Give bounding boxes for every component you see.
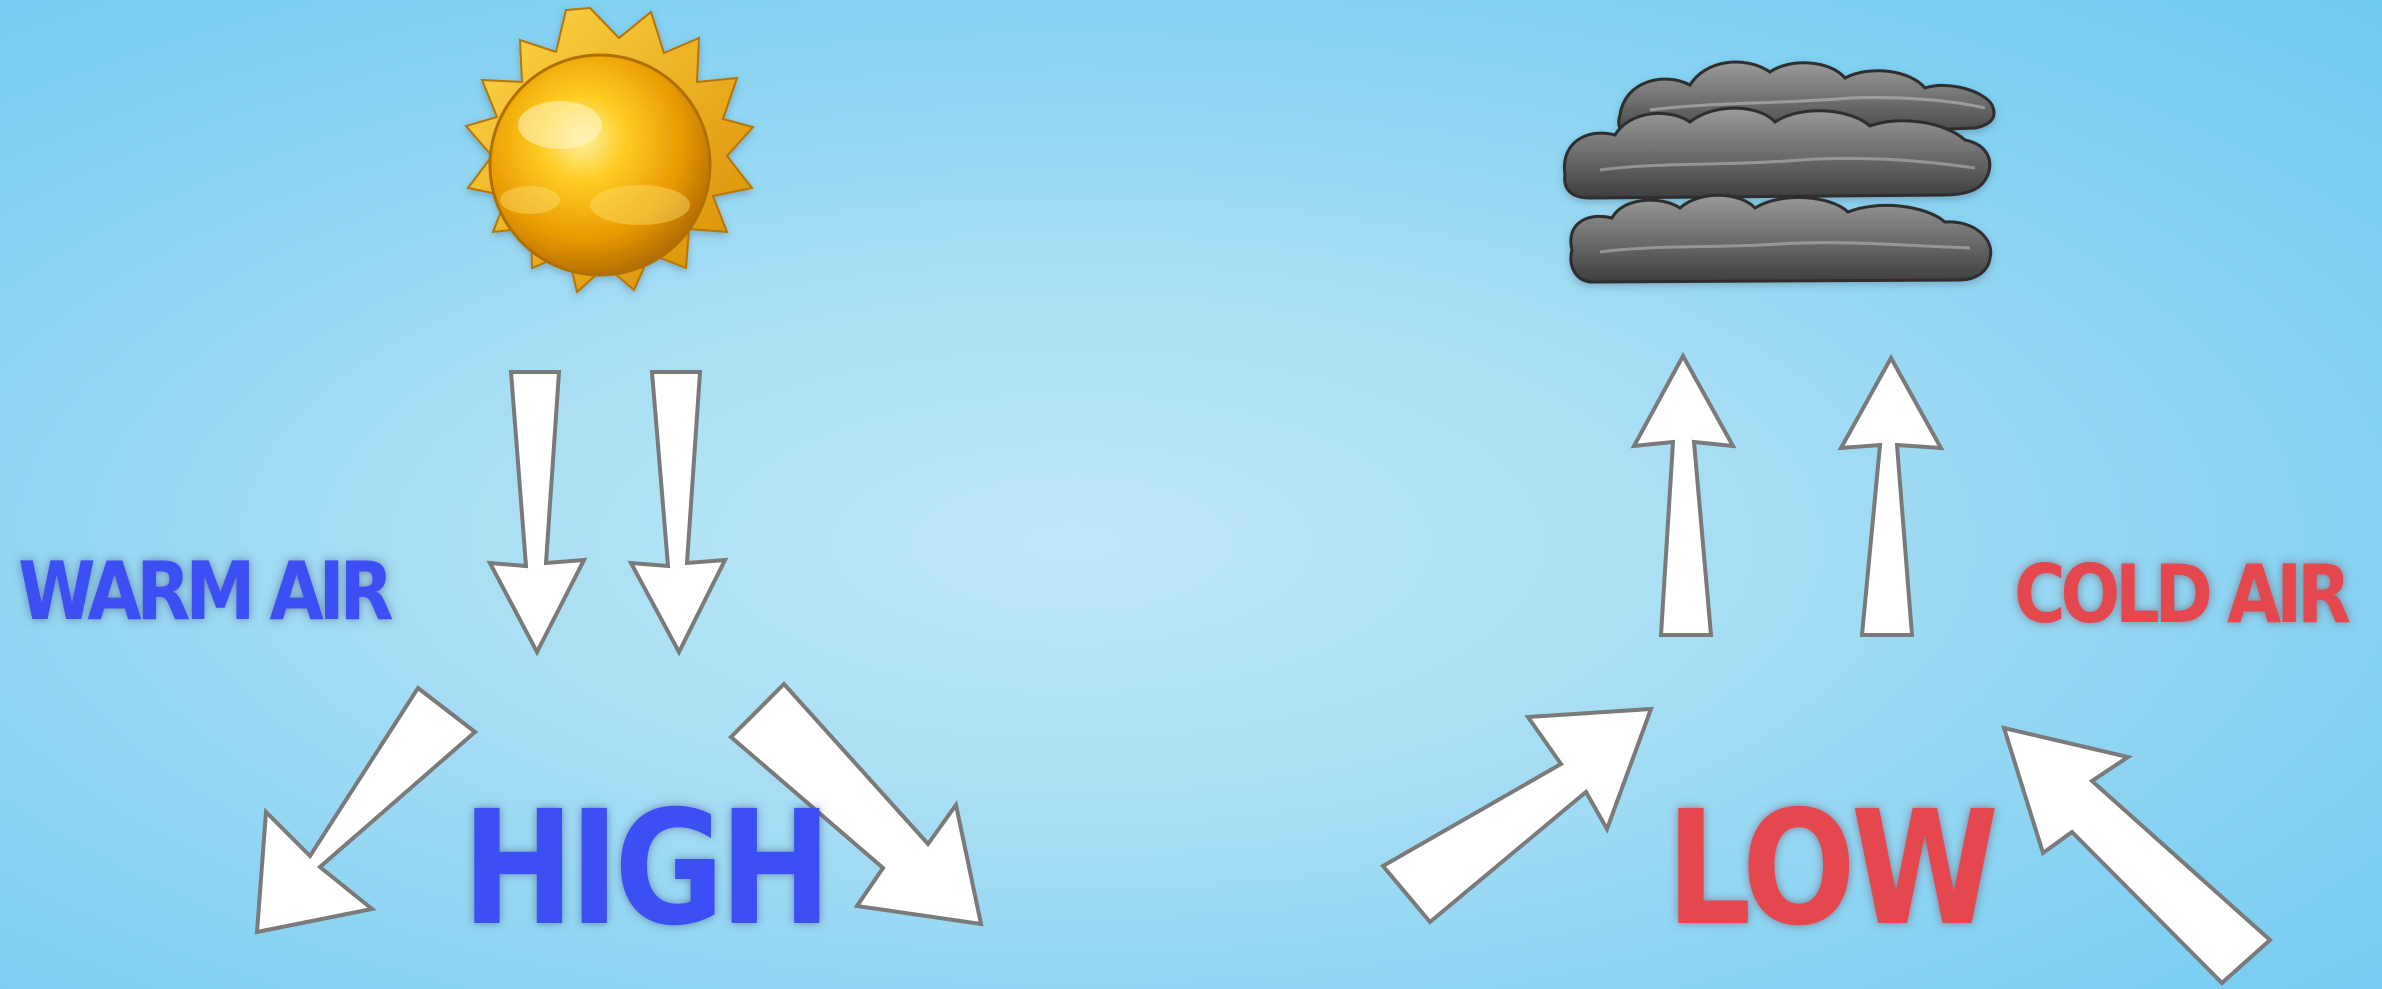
up-arrow-left xyxy=(1634,356,1733,635)
down-arrow-left xyxy=(490,372,584,652)
cold-air-label: COLD AIR xyxy=(2014,555,2346,635)
sun-disc xyxy=(490,55,710,275)
high-pressure-label: HIGH xyxy=(462,790,827,948)
cloud-middle xyxy=(1564,108,1989,198)
warm-air-label: WARM AIR xyxy=(18,552,388,632)
down-arrow-right xyxy=(631,372,725,652)
up-arrow-right xyxy=(1841,358,1941,635)
cloud-lower xyxy=(1571,195,1991,282)
inward-arrow-left xyxy=(1383,709,1651,922)
cloud-icon xyxy=(1564,62,1994,282)
low-pressure-label: LOW xyxy=(1666,790,1994,948)
outward-arrow-left xyxy=(257,688,475,932)
sun-icon xyxy=(466,8,753,292)
inward-arrow-right xyxy=(2004,728,2270,983)
